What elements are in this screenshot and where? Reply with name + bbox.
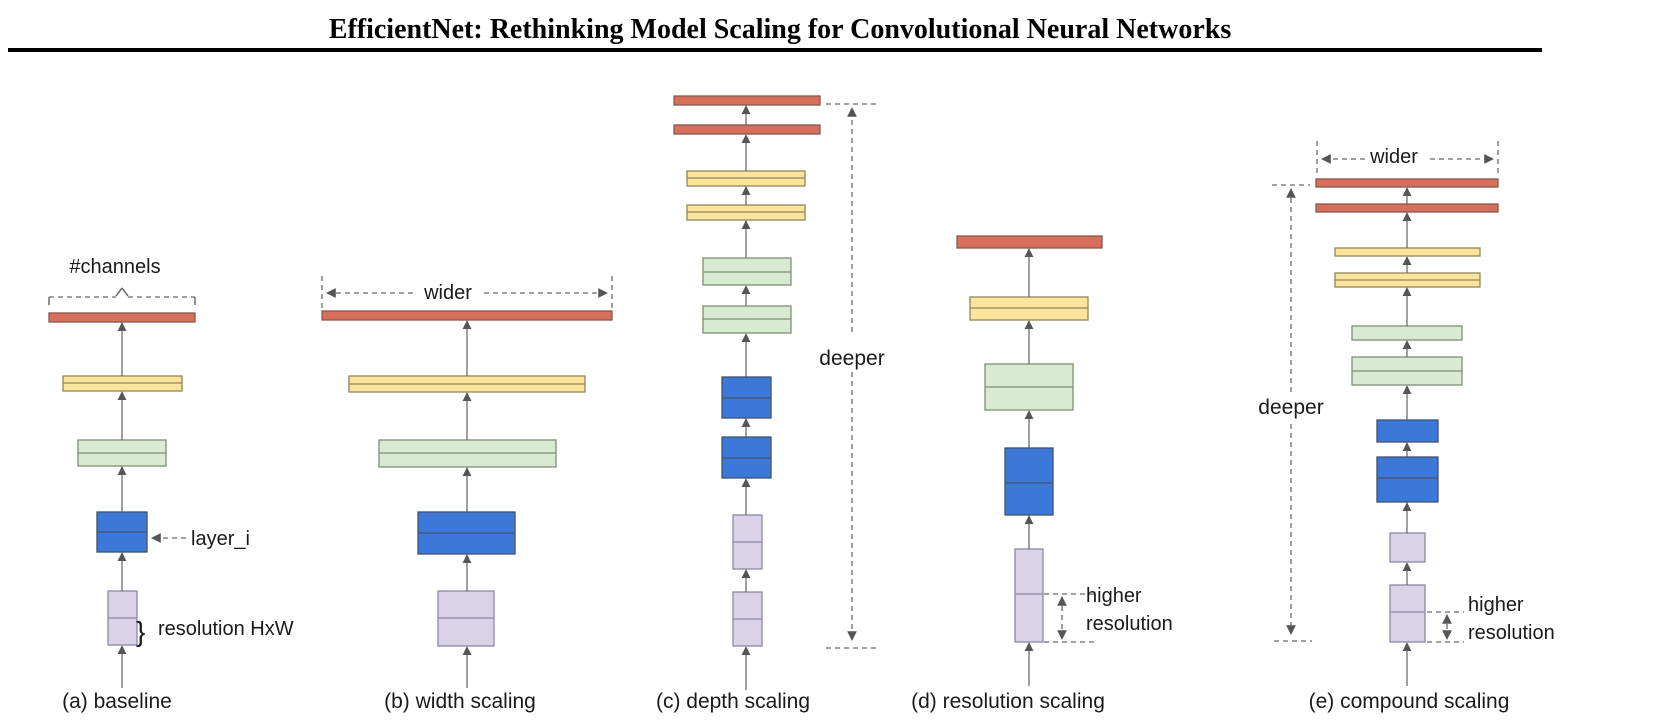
c-red-layer-box: [673, 124, 821, 135]
b-red-layer-box: [321, 310, 613, 321]
d-purple-layer-box: [1014, 548, 1044, 643]
a-red-layer-box: [48, 312, 196, 323]
e-green-layer-box: [1351, 325, 1463, 341]
diagram-b: wider (b) width scaling: [321, 276, 613, 713]
e-blue-layer-box: [1376, 419, 1439, 443]
annotation-tick: [121, 287, 129, 297]
caption-a: (a) baseline: [62, 690, 172, 713]
wider-label: wider: [423, 282, 472, 304]
e-red-layer-box: [1315, 203, 1499, 213]
deeper-label: deeper: [819, 347, 884, 370]
higher-resolution-label: resolution: [1086, 613, 1173, 635]
diagram-e: wider deeper higher resolution (e) compound …: [1258, 141, 1555, 713]
diagram-c: deeper (c) depth scaling: [656, 95, 885, 713]
wider-label: wider: [1369, 146, 1418, 168]
higher-resolution-label: resolution: [1468, 622, 1555, 644]
deeper-label: deeper: [1258, 396, 1323, 419]
annotation-tick: [115, 287, 123, 297]
caption-b: (b) width scaling: [384, 690, 536, 713]
channels-label: #channels: [69, 256, 160, 278]
d-blue-layer-box: [1004, 447, 1054, 516]
caption-e: (e) compound scaling: [1309, 690, 1510, 713]
title-rule: [8, 48, 1542, 52]
resolution-brace: }: [136, 616, 145, 647]
e-purple-layer-box: [1389, 584, 1426, 643]
resolution-label: resolution HxW: [158, 618, 294, 640]
paper-title: EfficientNet: Rethinking Model Scaling f…: [328, 14, 1232, 45]
e-purple-layer-box: [1389, 532, 1426, 563]
diagram-a: #channels layer_i} resolution HxW (a) basel…: [48, 256, 294, 713]
layer-label: layer_i: [191, 528, 250, 550]
e-yellow-layer-box: [1334, 247, 1481, 257]
higher-label: higher: [1086, 585, 1142, 607]
e-blue-layer-box: [1376, 456, 1439, 503]
caption-d: (d) resolution scaling: [911, 690, 1105, 713]
diagram-d: higher resolution (d) resolution scaling: [911, 235, 1173, 713]
caption-c: (c) depth scaling: [656, 690, 810, 713]
d-red-layer-box: [956, 235, 1103, 249]
higher-label: higher: [1468, 594, 1524, 616]
e-red-layer-box: [1315, 178, 1499, 188]
c-red-layer-box: [673, 95, 821, 106]
